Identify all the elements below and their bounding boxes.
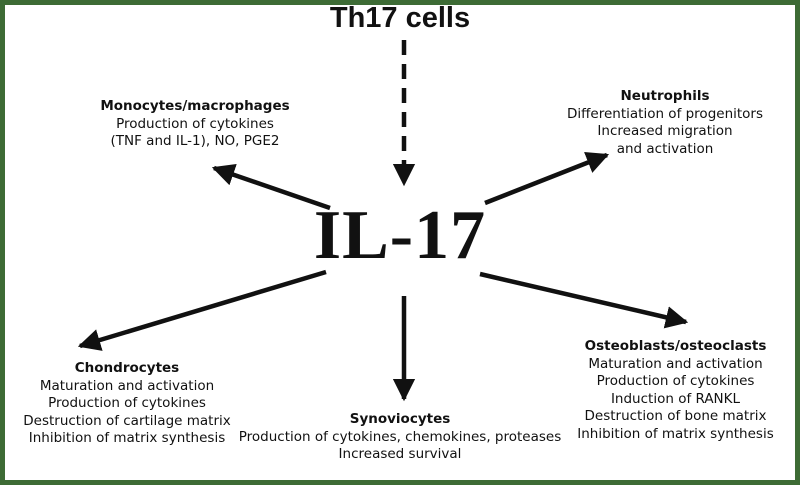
synoviocytes-line: Production of cytokines, chemokines, pro…: [238, 428, 562, 445]
neutrophils-title: Neutrophils: [620, 88, 710, 104]
source-label: Th17 cells: [329, 2, 471, 34]
osteo-line: Induction of RANKL: [610, 390, 741, 407]
monocytes-line: (TNF and IL-1), NO, PGE2: [110, 133, 280, 149]
chondrocytes-line: Destruction of cartilage matrix: [23, 412, 231, 429]
arrow-to-monocytes: [211, 163, 331, 211]
monocytes-title: Monocytes/macrophages: [100, 98, 290, 114]
chondrocytes-line: Production of cytokines: [48, 395, 206, 411]
arrow-to-osteo: [479, 271, 689, 329]
chondrocytes-block: Chondrocytes Maturation and activation P…: [12, 360, 242, 448]
osteo-title: Osteoblasts/osteoclasts: [584, 338, 767, 354]
arrow-to-neutrophils: [484, 151, 610, 206]
neutrophils-line: and activation: [616, 140, 714, 157]
osteo-line: Inhibition of matrix synthesis: [577, 425, 774, 442]
synoviocytes-line: Increased survival: [338, 446, 462, 462]
chondrocytes-line: Inhibition of matrix synthesis: [28, 430, 226, 446]
osteo-line: Destruction of bone matrix: [584, 408, 767, 424]
chondrocytes-line: Maturation and activation: [39, 377, 215, 394]
synoviocytes-title: Synoviocytes: [349, 411, 451, 427]
center-label: IL-17: [313, 197, 487, 274]
neutrophils-line: Differentiation of progenitors: [566, 105, 764, 122]
neutrophils-line: Increased migration: [597, 123, 733, 139]
monocytes-line: Production of cytokines: [116, 115, 274, 132]
synoviocytes-block: Synoviocytes Production of cytokines, ch…: [230, 411, 570, 464]
monocytes-block: Monocytes/macrophages Production of cyto…: [45, 98, 345, 151]
osteo-block: Osteoblasts/osteoclasts Maturation and a…: [563, 338, 788, 443]
osteo-line: Production of cytokines: [596, 373, 755, 389]
arrow-to-chondrocytes: [77, 269, 327, 351]
osteo-line: Maturation and activation: [588, 355, 763, 372]
neutrophils-block: Neutrophils Differentiation of progenito…: [545, 88, 785, 158]
chondrocytes-title: Chondrocytes: [74, 360, 180, 376]
